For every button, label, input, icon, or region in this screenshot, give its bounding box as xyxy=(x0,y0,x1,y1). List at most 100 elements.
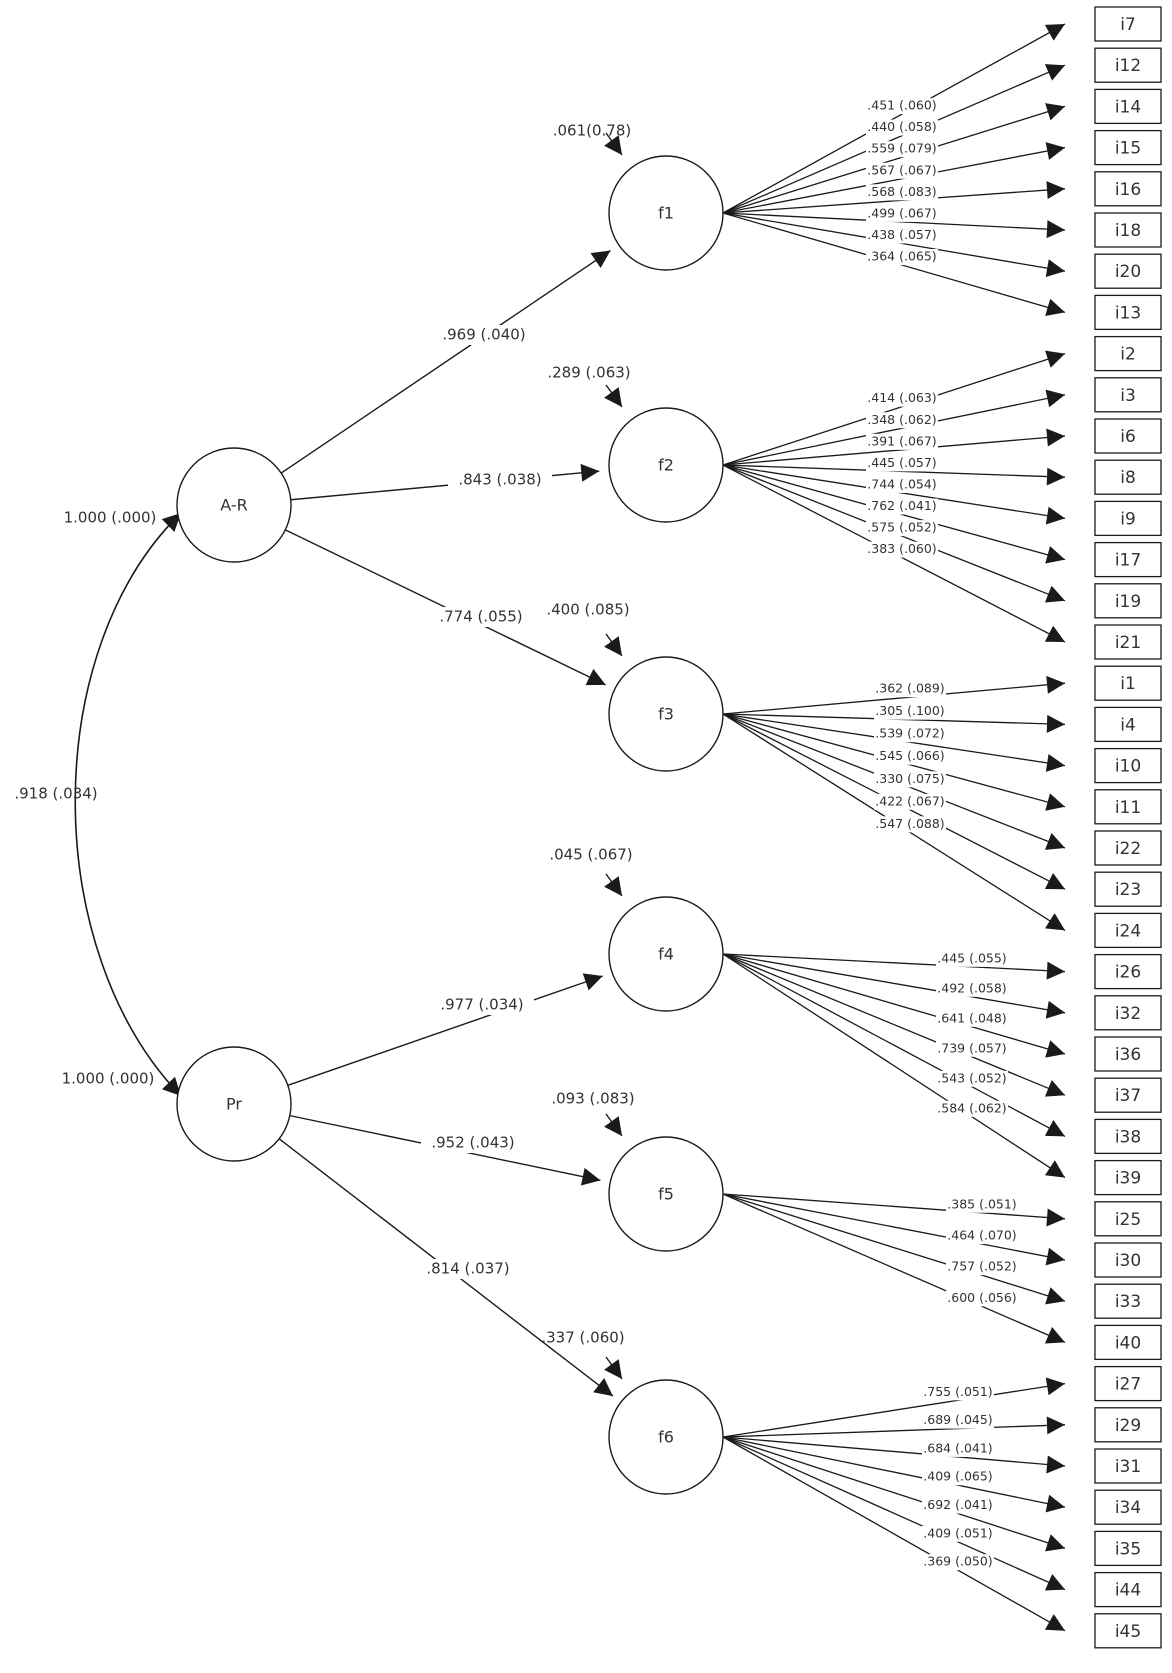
item-label-i9: i9 xyxy=(1120,509,1136,529)
observed-item-i19 xyxy=(1094,583,1162,619)
residual-label-f1: .061(0.78) xyxy=(553,122,632,140)
label-halo xyxy=(866,98,938,115)
item-label-i22: i22 xyxy=(1115,839,1141,859)
item-label-i23: i23 xyxy=(1115,880,1141,900)
observed-item-i38 xyxy=(1094,1118,1162,1155)
loading-path-i7 xyxy=(722,23,1066,214)
observed-item-i33 xyxy=(1094,1283,1162,1319)
loading-label-i17: .762 (.041) xyxy=(867,498,936,513)
loading-label-i26: .445 (.055) xyxy=(937,950,1006,965)
loading-path-i6 xyxy=(722,428,1066,466)
latent-factor-f4 xyxy=(608,896,724,1012)
loading-label-i9: .744 (.054) xyxy=(867,476,936,491)
observed-item-i20 xyxy=(1094,253,1162,289)
loading-label-i34: .409 (.065) xyxy=(923,1469,992,1484)
loading-label-i27: .755 (.051) xyxy=(923,1384,992,1399)
item-label-i1: i1 xyxy=(1120,674,1136,694)
item-label-i6: i6 xyxy=(1120,427,1136,447)
label-halo xyxy=(936,980,1008,997)
loading-path-i26 xyxy=(722,953,1066,980)
observed-item-i40 xyxy=(1094,1324,1162,1361)
loading-path-i12 xyxy=(722,64,1066,214)
loading-label-i45: .369 (.050) xyxy=(923,1554,992,1569)
observed-item-i35 xyxy=(1094,1530,1162,1567)
label-halo xyxy=(922,1554,994,1571)
item-label-i16: i16 xyxy=(1115,180,1141,200)
loading-path-i33 xyxy=(722,1193,1066,1305)
loading-path-i1 xyxy=(722,675,1066,715)
item-label-i25: i25 xyxy=(1115,1210,1141,1230)
loading-label-i1: .362 (.089) xyxy=(875,681,944,696)
loading-path-i31 xyxy=(722,1436,1066,1474)
item-label-i29: i29 xyxy=(1115,1416,1141,1436)
loading-label-i18: .499 (.067) xyxy=(867,205,936,220)
path-label-f5: .952 (.043) xyxy=(431,1134,514,1152)
factor-label-f1: f1 xyxy=(658,204,674,223)
residual-label-f2: .289 (.063) xyxy=(547,364,630,382)
observed-item-i44 xyxy=(1094,1571,1162,1608)
loading-path-i29 xyxy=(722,1416,1066,1438)
item-label-i26: i26 xyxy=(1115,963,1141,983)
residual-label-f6: .337 (.060) xyxy=(541,1329,624,1347)
observed-item-i36 xyxy=(1094,1036,1162,1072)
residual-arrow-f6 xyxy=(604,1356,623,1380)
loading-path-i27 xyxy=(722,1377,1066,1438)
observed-item-i8 xyxy=(1094,459,1162,495)
loading-label-i35: .692 (.041) xyxy=(923,1497,992,1512)
item-label-i14: i14 xyxy=(1115,97,1141,117)
latent-factor-f2 xyxy=(608,407,724,523)
loading-label-i13: .364 (.065) xyxy=(867,249,936,264)
loading-label-i33: .757 (.052) xyxy=(947,1259,1016,1274)
loading-label-i38: .543 (.052) xyxy=(937,1070,1006,1085)
label-halo xyxy=(866,455,938,472)
observed-item-i16 xyxy=(1094,171,1162,207)
item-label-i7: i7 xyxy=(1120,15,1136,35)
path-label-f6: .814 (.037) xyxy=(426,1260,509,1278)
variance-label-A-R: 1.000 (.000) xyxy=(64,509,157,527)
residual-label-f3: .400 (.085) xyxy=(546,601,629,619)
observed-item-i4 xyxy=(1094,706,1162,743)
observed-item-i18 xyxy=(1094,212,1162,248)
loading-label-i29: .689 (.045) xyxy=(923,1412,992,1427)
item-label-i21: i21 xyxy=(1115,633,1141,653)
label-halo xyxy=(874,748,946,765)
label-halo xyxy=(946,1196,1018,1213)
item-label-i30: i30 xyxy=(1115,1251,1141,1271)
residual-arrow-f3 xyxy=(604,633,623,657)
residual-arrow-f4 xyxy=(604,873,623,897)
structural-path-f4 xyxy=(287,973,603,1086)
factor-label-f6: f6 xyxy=(658,1428,674,1447)
loading-path-i40 xyxy=(722,1193,1066,1344)
latent-factor-f3 xyxy=(608,656,724,772)
loading-label-i24: .547 (.088) xyxy=(875,816,944,831)
latent-factor-f1 xyxy=(608,155,724,271)
item-label-i31: i31 xyxy=(1115,1457,1141,1477)
item-label-i18: i18 xyxy=(1115,221,1141,241)
loading-label-i8: .445 (.057) xyxy=(867,455,936,470)
label-halo xyxy=(866,520,938,537)
observed-item-i14 xyxy=(1094,88,1162,125)
residual-label-f5: .093 (.083) xyxy=(551,1090,634,1108)
latent-factor-f5 xyxy=(608,1136,724,1252)
observed-item-i32 xyxy=(1094,995,1162,1031)
item-label-i39: i39 xyxy=(1115,1169,1141,1189)
observed-item-i3 xyxy=(1094,377,1162,413)
loading-label-i4: .305 (.100) xyxy=(875,703,944,718)
correlation-curve xyxy=(74,512,182,1097)
observed-item-i30 xyxy=(1094,1242,1162,1278)
item-label-i3: i3 xyxy=(1120,386,1136,406)
loading-path-i15 xyxy=(722,142,1066,214)
observed-item-i7 xyxy=(1094,6,1162,42)
observed-item-i10 xyxy=(1094,747,1162,784)
loading-path-i3 xyxy=(722,389,1066,466)
loading-label-i20: .438 (.057) xyxy=(867,227,936,242)
observed-item-i21 xyxy=(1094,624,1162,660)
loading-path-i25 xyxy=(722,1193,1066,1227)
loading-path-i35 xyxy=(722,1436,1066,1552)
label-halo xyxy=(946,1259,1018,1276)
label-halo xyxy=(416,1259,520,1279)
loading-label-i14: .559 (.079) xyxy=(867,141,936,156)
item-label-i35: i35 xyxy=(1115,1539,1141,1559)
observed-item-i26 xyxy=(1094,953,1162,990)
label-halo xyxy=(866,433,938,450)
